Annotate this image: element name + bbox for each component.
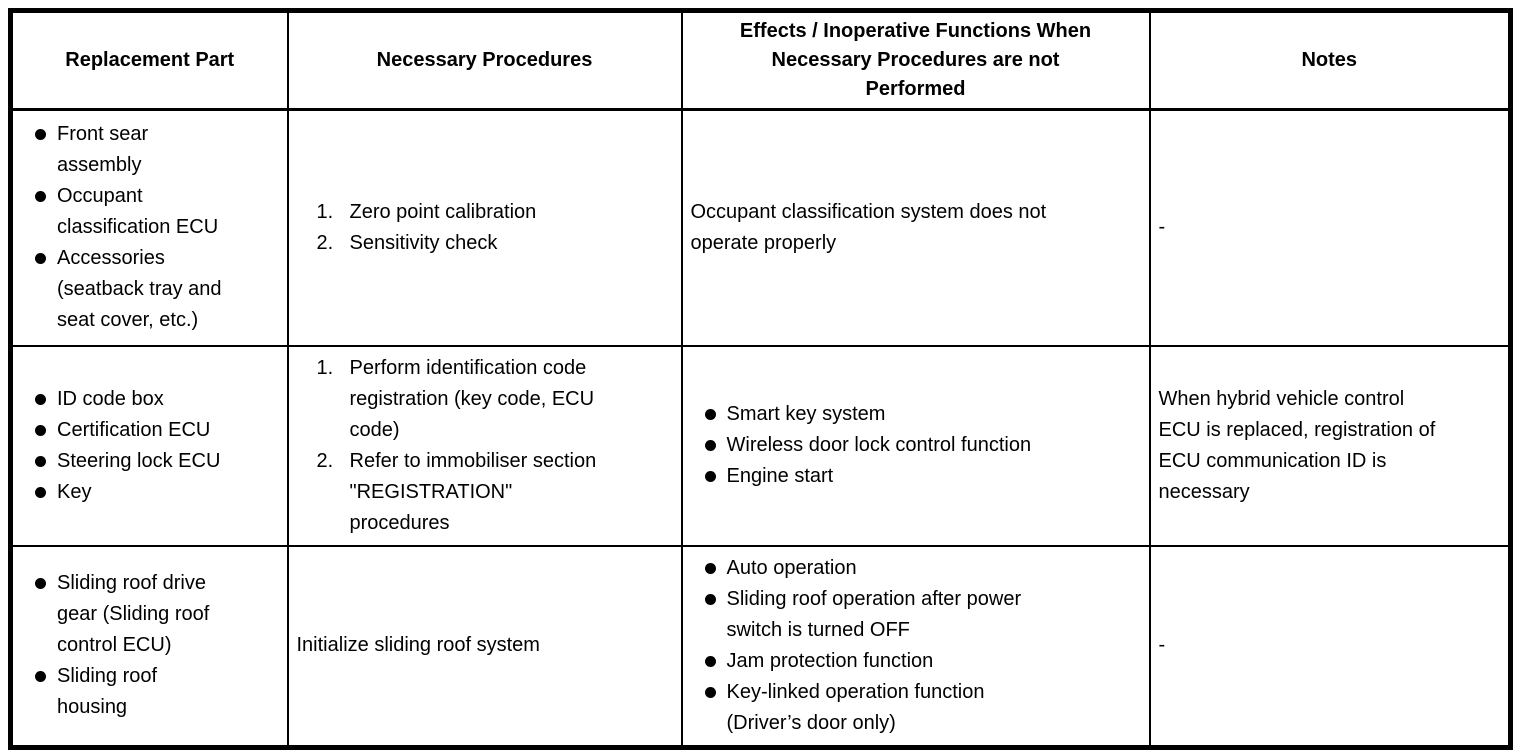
list-item-text: Wireless door lock control function	[726, 434, 1032, 456]
list-item: Smart key system	[704, 399, 1141, 430]
list-item: Sliding roof operation after power switc…	[704, 584, 1141, 646]
bullet-list: Sliding roof drive gear (Sliding roof co…	[21, 568, 279, 723]
list-item-text: Sliding roof operation after power switc…	[726, 587, 1022, 641]
column-header-effects: Effects / Inoperative Functions When Nec…	[680, 9, 1151, 111]
list-item: Jam protection function	[704, 646, 1141, 677]
column-header-notes: Notes	[1148, 9, 1512, 111]
notes-text: -	[1158, 634, 1166, 656]
list-item-text: Refer to immobiliser section "REGISTRATI…	[349, 449, 597, 534]
list-item-text: Occupant classification ECU	[57, 185, 219, 239]
list-item-number: 2.	[316, 231, 334, 254]
bullet-icon	[35, 578, 46, 589]
list-item-number: 1.	[316, 200, 334, 223]
necessary-procedures-cell: 1. Zero point calibration 2. Sensitivity ch…	[286, 108, 683, 347]
notes-text: When hybrid vehicle control ECU is repla…	[1158, 387, 1436, 503]
bullet-icon	[35, 253, 46, 265]
list-item-text: Key	[57, 480, 92, 503]
list-item: Sliding roof housing	[35, 661, 279, 723]
bullet-icon	[704, 686, 716, 698]
list-item-text: Smart key system	[726, 403, 886, 425]
list-item: Wireless door lock control function	[704, 430, 1141, 461]
list-item: Accessories (seatback tray and seat cove…	[35, 243, 279, 336]
list-item-text: Sensitivity check	[349, 231, 498, 254]
list-item: Auto operation	[704, 553, 1141, 584]
list-item-text: Sliding roof housing	[57, 665, 158, 718]
list-item-text: Perform identification code registration…	[349, 356, 595, 441]
list-item: Front sear assembly	[35, 119, 279, 181]
bullet-icon	[35, 455, 46, 467]
list-item-number: 2.	[316, 449, 334, 472]
list-item: 2. Sensitivity check	[317, 228, 673, 259]
necessary-procedures-text: Initialize sliding roof system	[296, 634, 540, 656]
list-item: Certification ECU	[35, 415, 279, 446]
bullet-icon	[704, 593, 716, 605]
bullet-icon	[35, 671, 46, 682]
bullet-icon	[704, 562, 716, 574]
numbered-list: 1. Perform identification code registrati…	[297, 353, 673, 539]
replacement-parts-table: Replacement Part Necessary Procedures Ef…	[8, 8, 1513, 750]
bullet-icon	[704, 440, 716, 451]
list-item: Key	[35, 477, 279, 508]
column-header-replacement-part: Replacement Part	[9, 9, 289, 111]
bullet-icon	[35, 486, 46, 498]
replacement-part-cell: Sliding roof drive gear (Sliding roof co…	[9, 544, 289, 748]
bullet-icon	[704, 409, 716, 420]
bullet-icon	[704, 655, 716, 667]
column-header-necessary-procedures: Necessary Procedures	[286, 9, 683, 111]
list-item: 1. Perform identification code registrati…	[317, 353, 673, 446]
bullet-icon	[35, 424, 46, 436]
list-item: Steering lock ECU	[35, 446, 279, 477]
list-item-text: Key-linked operation function (Driver’s …	[726, 680, 985, 734]
bullet-icon	[35, 129, 46, 141]
effects-cell: Occupant classification system does not …	[680, 108, 1151, 347]
necessary-procedures-cell: Initialize sliding roof system	[286, 544, 683, 748]
bullet-icon	[35, 393, 46, 405]
notes-text: -	[1158, 216, 1166, 239]
bullet-icon	[35, 191, 46, 203]
list-item-text: Auto operation	[726, 556, 857, 579]
list-item: Engine start	[704, 461, 1141, 492]
list-item: Occupant classification ECU	[35, 181, 279, 243]
list-item-text: Certification ECU	[57, 418, 211, 441]
list-item-text: Engine start	[726, 465, 834, 487]
necessary-procedures-cell: 1. Perform identification code registrati…	[286, 344, 683, 547]
effects-text: Occupant classification system does not …	[690, 200, 1047, 254]
list-item-text: Jam protection function	[726, 649, 934, 672]
list-item-number: 1.	[316, 356, 334, 379]
notes-cell: -	[1148, 108, 1512, 347]
list-item-text: Accessories (seatback tray and seat cove…	[57, 247, 222, 332]
list-item-text: Zero point calibration	[349, 200, 537, 223]
list-item: ID code box	[35, 384, 279, 415]
list-item: Key-linked operation function (Driver’s …	[704, 677, 1141, 739]
table-header-row: Replacement Part Necessary Procedures Ef…	[9, 9, 1512, 111]
list-item: 2. Refer to immobiliser section "REGISTRA…	[317, 446, 673, 539]
table-row: Sliding roof drive gear (Sliding roof co…	[9, 544, 1512, 748]
notes-cell: When hybrid vehicle control ECU is repla…	[1148, 344, 1512, 547]
list-item: 1. Zero point calibration	[317, 197, 673, 228]
numbered-list: 1. Zero point calibration 2. Sensitivity ch…	[297, 197, 673, 259]
list-item-text: Front sear assembly	[57, 123, 149, 177]
list-item-text: Steering lock ECU	[57, 449, 221, 472]
notes-cell: -	[1148, 544, 1512, 748]
list-item-text: Sliding roof drive gear (Sliding roof co…	[57, 572, 210, 656]
bullet-icon	[704, 471, 716, 482]
list-item-text: ID code box	[57, 387, 164, 410]
list-item: Sliding roof drive gear (Sliding roof co…	[35, 568, 279, 661]
